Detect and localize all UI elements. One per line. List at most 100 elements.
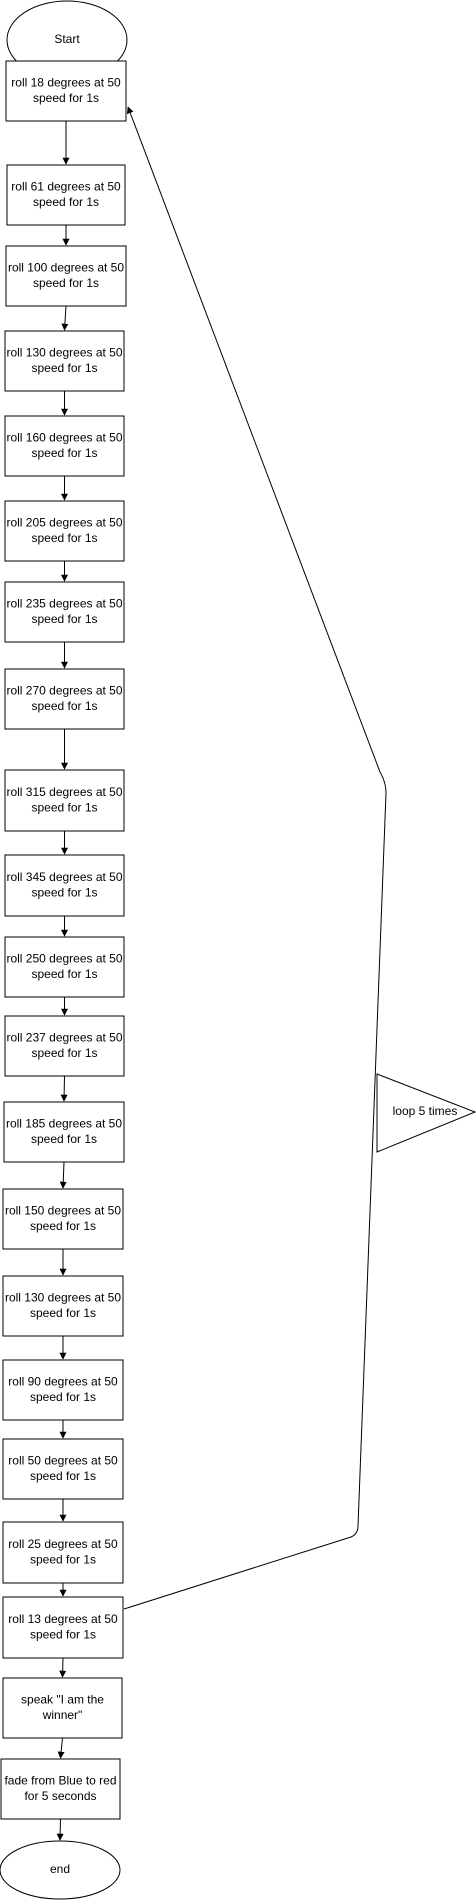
- process-box: [2, 1188, 124, 1250]
- process-label-line2: speed for 1s: [30, 1219, 96, 1233]
- end-ellipse: [0, 1840, 121, 1900]
- loop-back-connector: [123, 106, 387, 1610]
- process-label-line2: speed for 1s: [31, 612, 97, 626]
- process-label-line2: for 5 seconds: [24, 1789, 96, 1803]
- process-label-line1: roll 345 degrees at 50: [6, 870, 122, 884]
- process-label-line2: speed for 1s: [31, 1132, 97, 1146]
- process-box: [4, 500, 125, 562]
- start-node: Start: [6, 0, 128, 80]
- process-label-line1: roll 90 degrees at 50: [8, 1375, 118, 1389]
- process-label-line1: fade from Blue to red: [4, 1774, 116, 1788]
- arrow-step-3-to-4: [61, 305, 69, 331]
- process-box: [4, 769, 125, 832]
- connector-layer: [56, 59, 387, 1841]
- process-step-19: roll 13 degrees at 50 speed for 1s: [2, 1596, 124, 1659]
- loop-label: loop 5 times: [393, 1104, 458, 1118]
- loop-triangle: [376, 1073, 476, 1153]
- process-label-line2: speed for 1s: [33, 91, 99, 105]
- process-label-line2: speed for 1s: [33, 276, 99, 290]
- process-label-line2: speed for 1s: [31, 531, 97, 545]
- process-label-line2: speed for 1s: [30, 1553, 96, 1567]
- process-box: [3, 1101, 125, 1163]
- process-label-line2: speed for 1s: [31, 886, 97, 900]
- process-label-line2: speed for 1s: [31, 699, 97, 713]
- start-label: Start: [54, 32, 80, 46]
- loop-annotation: loop 5 times: [376, 1073, 476, 1153]
- process-label-line1: roll 130 degrees at 50: [6, 346, 122, 360]
- arrow-step-20-to-21: [57, 1737, 65, 1759]
- process-label-line1: roll 185 degrees at 50: [6, 1117, 122, 1131]
- process-box: [2, 1521, 124, 1584]
- process-label-line2: speed for 1s: [30, 1390, 96, 1404]
- process-label-line2: speed for 1s: [31, 801, 97, 815]
- process-label-line1: roll 315 degrees at 50: [6, 785, 122, 799]
- process-label-line2: speed for 1s: [31, 361, 97, 375]
- process-box: [4, 415, 125, 477]
- process-label-line1: roll 205 degrees at 50: [6, 516, 122, 530]
- end-node: end: [0, 1840, 121, 1900]
- process-label-line2: speed for 1s: [31, 1046, 97, 1060]
- arrow-step-19-to-20: [59, 1657, 67, 1678]
- process-box: [5, 245, 127, 307]
- process-box: [0, 1758, 121, 1820]
- arrow-step-13-to-14: [59, 1161, 67, 1189]
- process-box: [2, 1596, 124, 1659]
- process-label-line2: speed for 1s: [31, 967, 97, 981]
- process-label-line1: roll 50 degrees at 50: [8, 1454, 118, 1468]
- process-step-10: roll 345 degrees at 50 speed for 1s: [4, 854, 125, 917]
- process-step-9: roll 315 degrees at 50 speed for 1s: [4, 769, 125, 832]
- process-label-line1: roll 150 degrees at 50: [5, 1204, 121, 1218]
- process-label-line2: speed for 1s: [30, 1306, 96, 1320]
- process-label-line2: speed for 1s: [33, 195, 99, 209]
- process-box: [5, 60, 127, 122]
- process-box: [2, 1275, 124, 1337]
- process-label-line1: speak "I am the: [21, 1693, 104, 1707]
- process-label-line1: roll 25 degrees at 50: [8, 1537, 118, 1551]
- process-box: [4, 668, 125, 730]
- process-label-line1: roll 270 degrees at 50: [6, 684, 122, 698]
- process-box: [4, 854, 125, 917]
- process-label-line1: roll 100 degrees at 50: [8, 261, 124, 275]
- process-label-line1: roll 160 degrees at 50: [6, 431, 122, 445]
- process-label-line1: roll 13 degrees at 50: [8, 1612, 118, 1626]
- process-label-line1: roll 18 degrees at 50: [11, 76, 121, 90]
- arrow-last-to-end: [56, 1818, 64, 1841]
- process-label-line2: speed for 1s: [30, 1628, 96, 1642]
- process-box: [6, 164, 126, 226]
- arrow-step-12-to-13: [60, 1075, 68, 1102]
- process-label-line1: roll 235 degrees at 50: [6, 597, 122, 611]
- process-label-line2: speed for 1s: [30, 1469, 96, 1483]
- process-box: [4, 1015, 125, 1077]
- process-box: [2, 1677, 123, 1739]
- process-box: [4, 936, 125, 998]
- process-box: [4, 330, 125, 392]
- process-box: [2, 1438, 124, 1500]
- end-label: end: [50, 1862, 70, 1876]
- process-step-18: roll 25 degrees at 50 speed for 1s: [2, 1521, 124, 1584]
- process-box: [2, 1359, 124, 1421]
- process-label-line1: roll 250 degrees at 50: [6, 952, 122, 966]
- process-label-line1: roll 237 degrees at 50: [6, 1031, 122, 1045]
- process-label-line2: speed for 1s: [31, 446, 97, 460]
- process-label-line1: roll 61 degrees at 50: [11, 180, 121, 194]
- process-label-line1: roll 130 degrees at 50: [5, 1291, 121, 1305]
